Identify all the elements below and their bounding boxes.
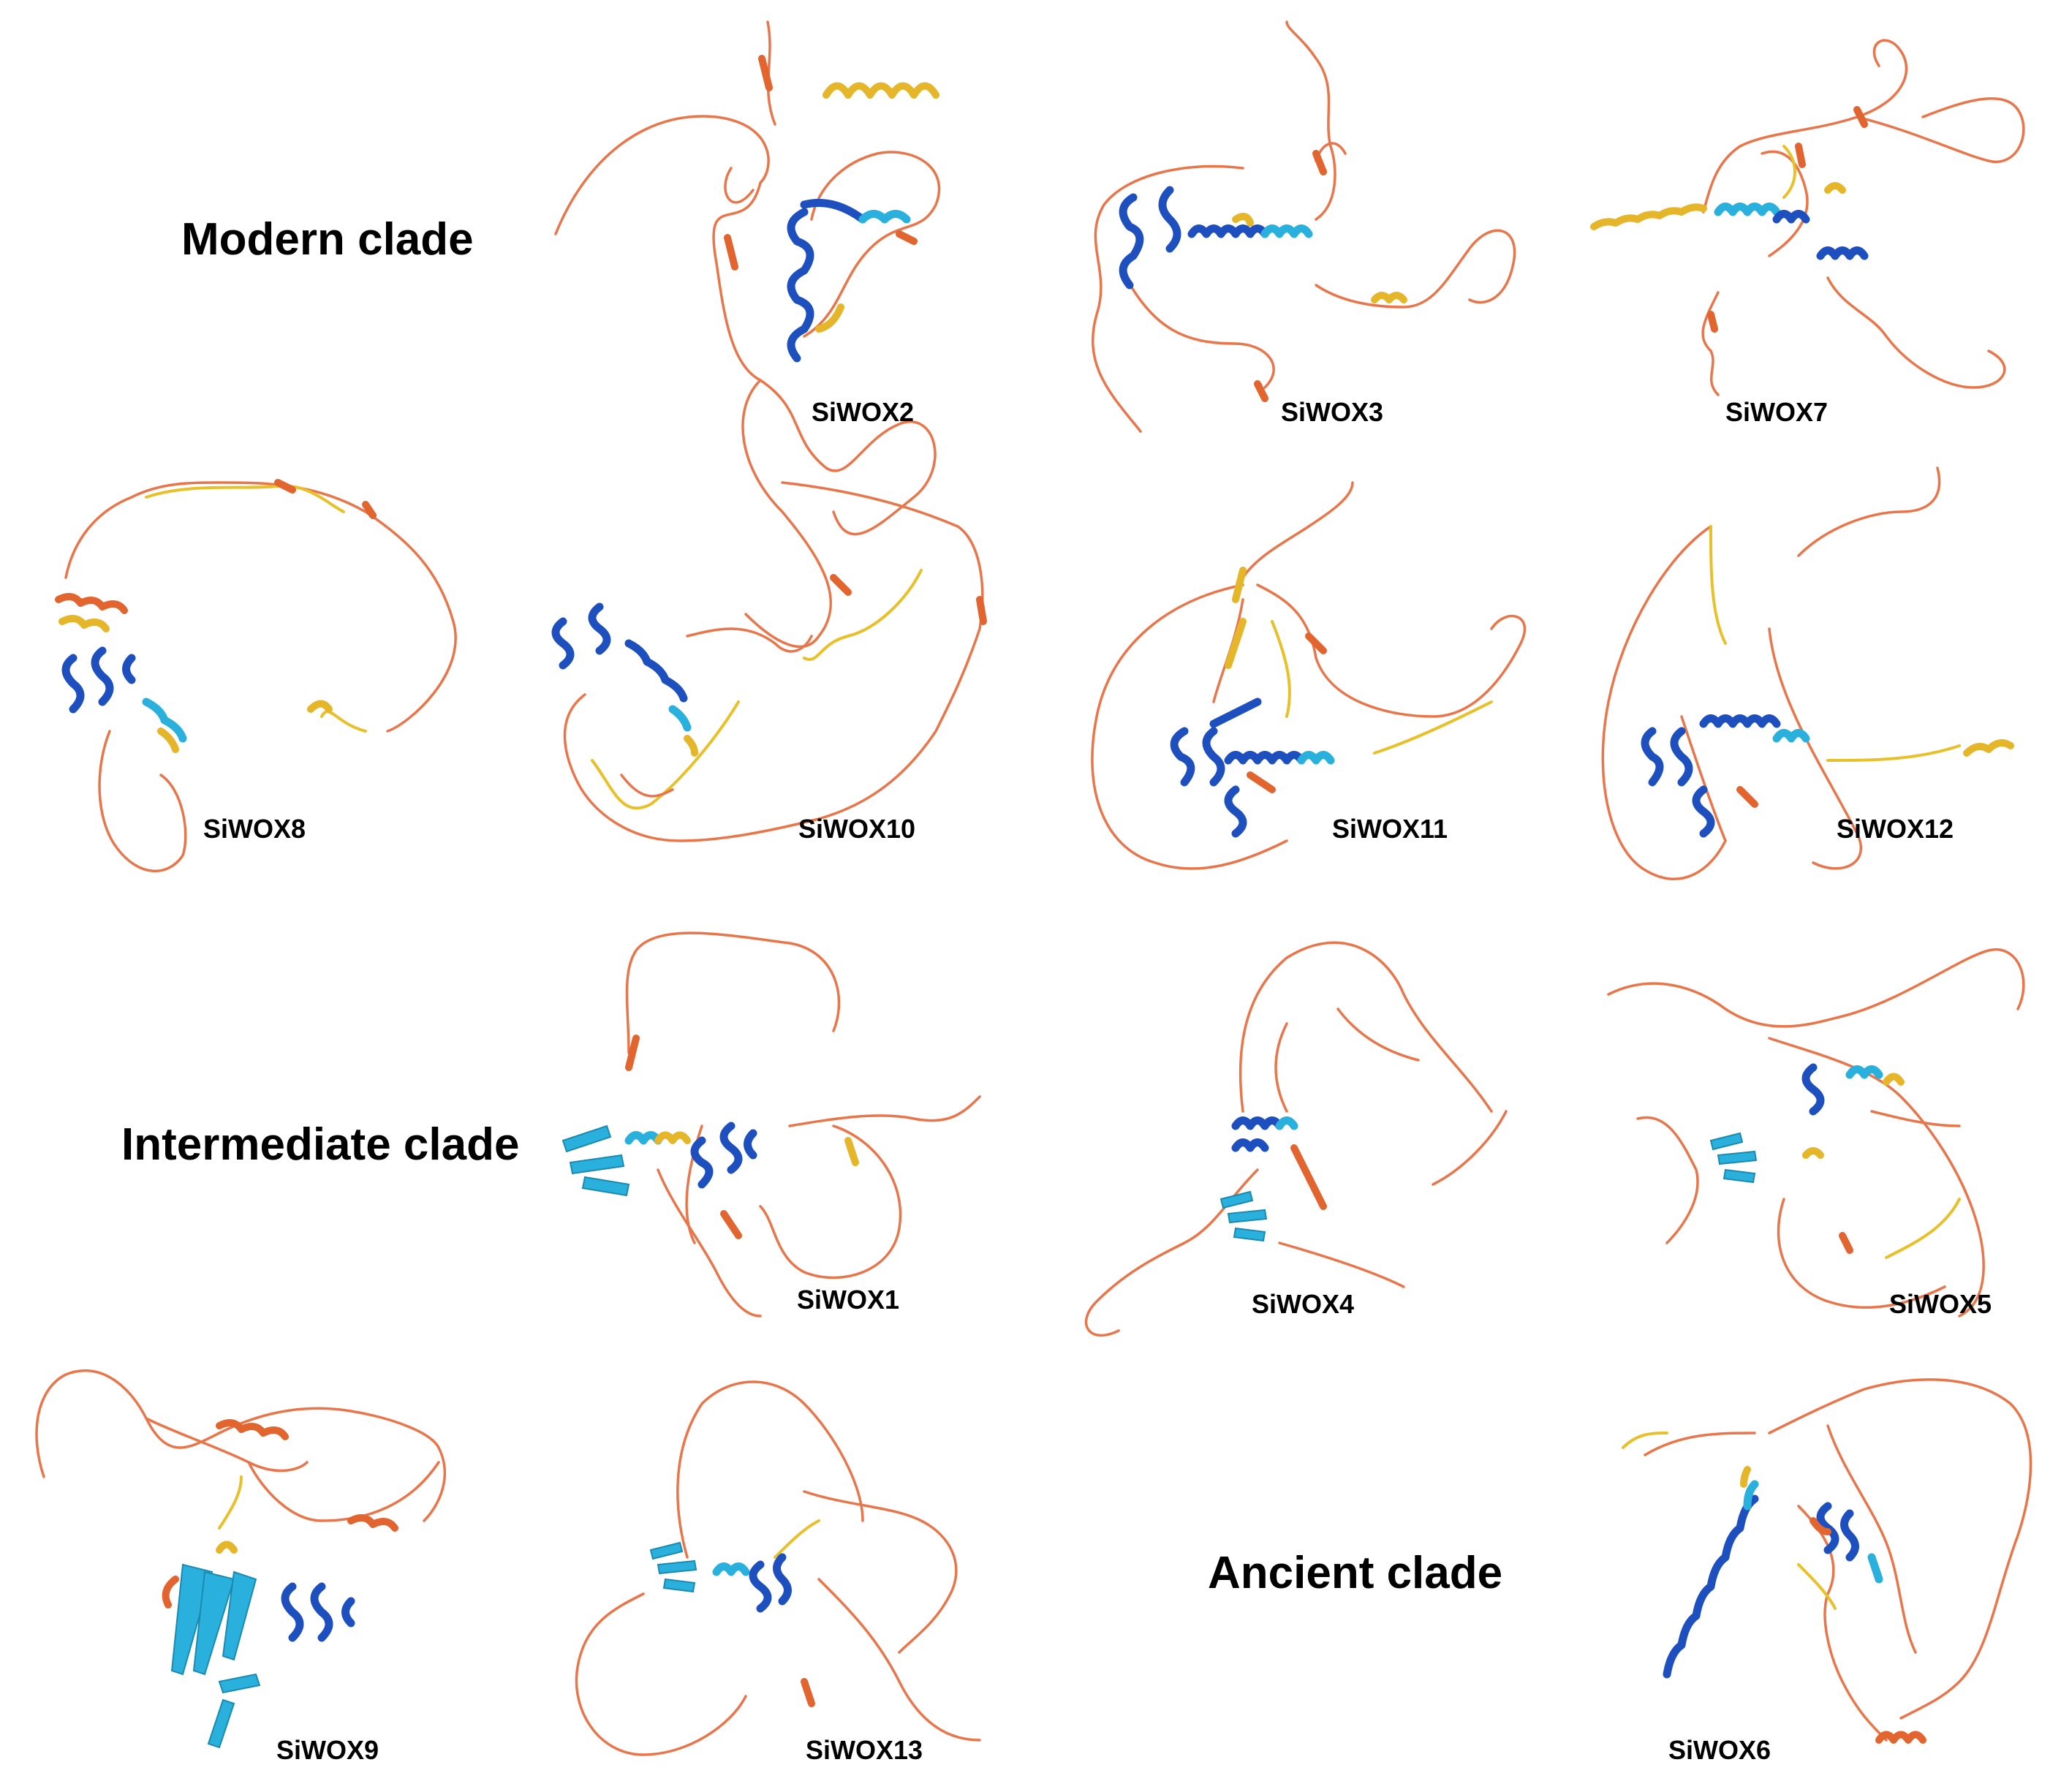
siwox6-structure (1622, 1378, 2032, 1744)
siwox9-label: SiWOX9 (276, 1735, 379, 1765)
intermediate-clade-title: Intermediate clade (121, 1119, 519, 1170)
siwox6-label: SiWOX6 (1668, 1735, 1771, 1765)
siwox2-structure (554, 20, 941, 649)
siwox3-label: SiWOX3 (1281, 397, 1383, 427)
siwox4-label: SiWOX4 (1252, 1289, 1354, 1319)
siwox2-label: SiWOX2 (812, 397, 914, 427)
siwox13-structure (575, 1380, 981, 1756)
siwox5-structure (1607, 948, 2025, 1317)
siwox3-structure (1092, 20, 1516, 433)
siwox12-structure (1601, 466, 2014, 880)
siwox1-structure (561, 931, 981, 1317)
siwox7-structure (1590, 39, 2025, 396)
ancient-clade-title: Ancient clade (1208, 1548, 1502, 1598)
siwox1-label: SiWOX1 (797, 1285, 899, 1315)
siwox8-label: SiWOX8 (203, 814, 306, 844)
siwox12-label: SiWOX12 (1837, 814, 1954, 844)
siwox11-label: SiWOX11 (1332, 814, 1448, 844)
siwox13-label: SiWOX13 (806, 1735, 923, 1765)
siwox7-label: SiWOX7 (1725, 397, 1828, 427)
siwox10-label: SiWOX10 (798, 814, 915, 844)
siwox9-structure (35, 1369, 446, 1749)
siwox4-structure (1084, 941, 1508, 1337)
siwox11-structure (1091, 481, 1527, 870)
siwox8-structure (55, 479, 457, 872)
siwox5-label: SiWOX5 (1889, 1289, 1992, 1319)
siwox10-structure (551, 481, 987, 842)
modern-clade-title: Modern clade (181, 214, 474, 265)
